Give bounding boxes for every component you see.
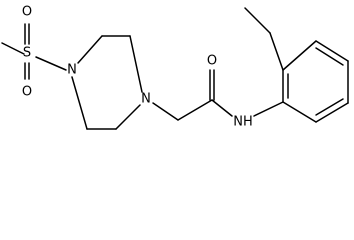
bond-ring-n4-c-bottom — [115, 104, 141, 130]
bond-benzene-5-inner — [315, 98, 344, 116]
bond-methyl-sulfur — [1, 42, 25, 55]
molecule-structure: S O O N N O NH — [1, 5, 349, 130]
bond-benzene-6 — [282, 101, 317, 123]
atom-sulfur: S — [23, 46, 31, 61]
bond-ring-ethyl-ch2 — [269, 32, 284, 71]
bond-benzene-3 — [315, 40, 349, 62]
bond-ring-n1-c-top — [77, 35, 103, 64]
bond-benzene-5 — [315, 102, 349, 123]
bond-sulfur-nitrogen — [35, 56, 67, 71]
bond-ring-c-n1-bottom — [71, 76, 88, 130]
bond-ethyl-ch3 — [244, 7, 271, 34]
atom-nitrogen-piperazine-left: N — [67, 63, 77, 78]
bond-ring-c-n4-top — [129, 35, 143, 93]
bond-nitrogen-ch2 — [152, 102, 179, 121]
atom-oxygen-sulfonyl-bottom: O — [22, 85, 32, 100]
bond-nitrogen-phenyl — [253, 101, 284, 117]
atom-nitrogen-piperazine-right: N — [141, 92, 151, 107]
atom-oxygen-sulfonyl-top: O — [22, 5, 32, 20]
bond-carbonyl-nitrogen — [211, 99, 233, 117]
atom-nitrogen-amide: NH — [233, 115, 253, 130]
bond-ch2-carbonyl — [177, 99, 213, 121]
bond-benzene-2 — [282, 40, 317, 71]
bond-benzene-3-inner — [315, 47, 344, 66]
atom-oxygen-carbonyl: O — [207, 54, 217, 69]
